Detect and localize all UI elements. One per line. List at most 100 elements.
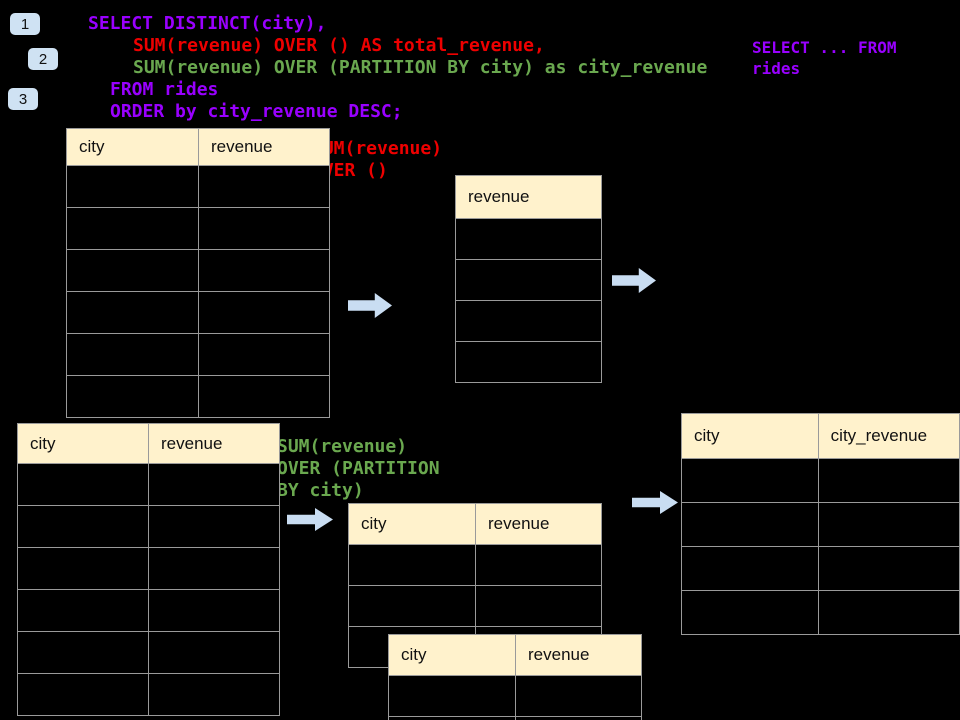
table-cell bbox=[455, 300, 602, 342]
table-cell bbox=[17, 631, 149, 674]
table-cell bbox=[17, 673, 149, 716]
arrow-right-icon bbox=[287, 508, 333, 531]
table-cell bbox=[66, 165, 199, 208]
table-cell bbox=[66, 249, 199, 292]
step-badge-2: 2 bbox=[28, 48, 58, 70]
table-cell bbox=[475, 544, 602, 586]
table-cell bbox=[148, 463, 280, 506]
column-header: city_revenue bbox=[817, 413, 960, 459]
header-row: revenue bbox=[455, 175, 602, 219]
table-cell bbox=[348, 544, 476, 586]
table-row bbox=[66, 207, 330, 250]
table-row bbox=[388, 716, 642, 720]
table-row bbox=[681, 502, 960, 547]
column-header: revenue bbox=[455, 175, 602, 219]
table-cell bbox=[388, 716, 516, 720]
column-header: revenue bbox=[515, 634, 642, 676]
select-from-rides-note: SELECT ... FROM rides bbox=[752, 38, 897, 78]
table-cell bbox=[455, 259, 602, 301]
table-cell bbox=[388, 675, 516, 717]
table-cell bbox=[198, 165, 330, 208]
sql-line-order-by: ORDER by city_revenue DESC; bbox=[110, 101, 403, 122]
arrow-right-icon bbox=[348, 293, 392, 318]
table-cell bbox=[198, 291, 330, 334]
table-row bbox=[17, 589, 280, 632]
table-row bbox=[17, 547, 280, 590]
table-cell bbox=[515, 716, 642, 720]
sql-line-select: SELECT DISTINCT(city), bbox=[88, 13, 327, 34]
table-cell bbox=[66, 207, 199, 250]
table-cell bbox=[17, 463, 149, 506]
table-cell bbox=[17, 589, 149, 632]
column-header: city bbox=[17, 423, 149, 464]
sum-over-partition-label: SUM(revenue) OVER (PARTITION BY city) bbox=[277, 436, 440, 501]
table-cell bbox=[817, 502, 960, 547]
table-cell bbox=[817, 546, 960, 591]
table-row bbox=[455, 341, 602, 383]
table-cell bbox=[198, 249, 330, 292]
table-row bbox=[66, 333, 330, 376]
column-header: revenue bbox=[475, 503, 602, 545]
table-row bbox=[455, 259, 602, 301]
table-total-revenue-result: revenue bbox=[455, 175, 602, 383]
table-cell bbox=[66, 375, 199, 418]
table-cell bbox=[817, 590, 960, 635]
sql-line-total-revenue: SUM(revenue) OVER () AS total_revenue, bbox=[133, 35, 545, 56]
column-header: city bbox=[66, 128, 199, 166]
table-cell bbox=[148, 673, 280, 716]
table-row bbox=[66, 291, 330, 334]
table-cell bbox=[148, 589, 280, 632]
table-cell bbox=[198, 207, 330, 250]
table-cell bbox=[148, 505, 280, 548]
table-row bbox=[681, 458, 960, 503]
step-badge-1: 1 bbox=[10, 13, 40, 35]
table-cell bbox=[681, 590, 819, 635]
table-row bbox=[66, 249, 330, 292]
sql-line-city-revenue: SUM(revenue) OVER (PARTITION BY city) as… bbox=[133, 57, 708, 78]
column-header: revenue bbox=[198, 128, 330, 166]
table-row bbox=[681, 590, 960, 635]
step-badge-3: 3 bbox=[8, 88, 38, 110]
column-header: city bbox=[348, 503, 476, 545]
table-row bbox=[348, 544, 602, 586]
table-row bbox=[17, 505, 280, 548]
table-row bbox=[348, 585, 602, 627]
table-cell bbox=[515, 675, 642, 717]
arrow-right-icon bbox=[632, 491, 678, 514]
table-cell bbox=[148, 631, 280, 674]
arrow-right-icon bbox=[612, 268, 656, 293]
sum-over-total-label: SUM(revenue) OVER () bbox=[312, 138, 443, 181]
table-cell bbox=[681, 502, 819, 547]
column-header: city bbox=[681, 413, 819, 459]
table-cell bbox=[198, 375, 330, 418]
table-cell bbox=[66, 291, 199, 334]
table-cell bbox=[455, 218, 602, 260]
table-row bbox=[66, 165, 330, 208]
table-row bbox=[455, 300, 602, 342]
table-cell bbox=[681, 546, 819, 591]
table-cell bbox=[198, 333, 330, 376]
table-row bbox=[388, 675, 642, 717]
table-cell bbox=[681, 458, 819, 503]
table-cell bbox=[475, 585, 602, 627]
table-cell bbox=[66, 333, 199, 376]
table-row bbox=[455, 218, 602, 260]
table-cell bbox=[817, 458, 960, 503]
table-row bbox=[17, 673, 280, 716]
column-header: city bbox=[388, 634, 516, 676]
column-header: revenue bbox=[148, 423, 280, 464]
table-cell bbox=[455, 341, 602, 383]
table-cell bbox=[148, 547, 280, 590]
table-row bbox=[17, 463, 280, 506]
table-row bbox=[681, 546, 960, 591]
